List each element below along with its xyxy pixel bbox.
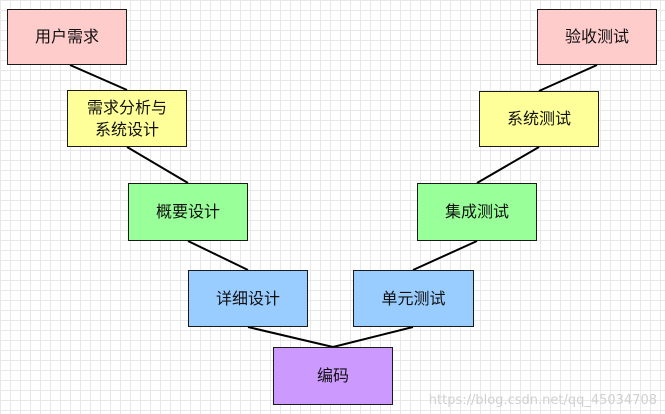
watermark-text: https://blog.csdn.net/qq_45034708 xyxy=(428,393,657,408)
box-outline-design: 概要设计 xyxy=(128,183,248,241)
box-integration-testing: 集成测试 xyxy=(417,183,537,241)
connector-integration-to-system xyxy=(476,146,540,184)
connector-system-to-acceptance xyxy=(538,64,598,92)
connector-coding-to-unit xyxy=(332,326,414,348)
connector-analysis-to-outline xyxy=(126,146,189,184)
box-coding: 编码 xyxy=(273,347,393,405)
connector-requirements-to-analysis xyxy=(69,64,128,91)
connector-outline-to-detailed xyxy=(187,240,249,271)
box-unit-testing: 单元测试 xyxy=(353,270,474,327)
box-detailed-design: 详细设计 xyxy=(188,270,308,327)
box-user-requirements: 用户需求 xyxy=(7,9,127,65)
box-acceptance-testing: 验收测试 xyxy=(537,9,657,65)
connector-unit-to-integration xyxy=(412,240,478,271)
box-requirements-analysis-system-design: 需求分析与 系统设计 xyxy=(67,90,187,147)
box-system-testing: 系统测试 xyxy=(479,91,599,147)
connector-detailed-to-coding xyxy=(247,326,334,348)
